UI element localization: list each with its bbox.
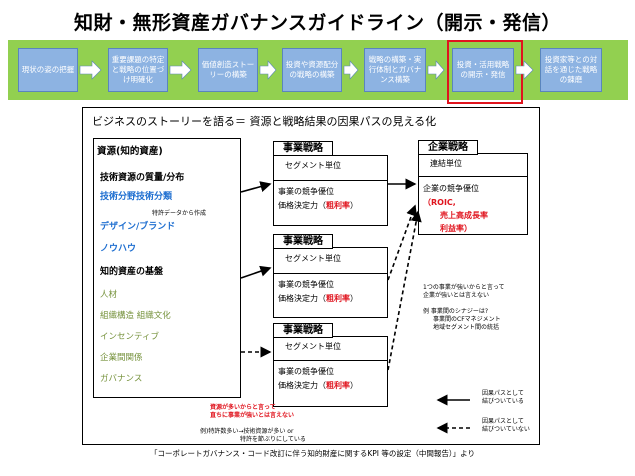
resource-item: ガバナンス [100, 374, 143, 384]
business-strategy-tag: 事業戦略 [273, 234, 333, 249]
flow-step-2: 重要課題の特定と戦略の位置づけ明確化 [108, 48, 168, 92]
resource-item: インセンティブ [100, 332, 159, 342]
resource-item: 技術資源の質量/分布 [100, 173, 185, 183]
page-title: 知財・無形資産ガバナンスガイドライン（開示・発信） [73, 12, 562, 34]
divider [273, 360, 388, 361]
flow-step-3: 価値創造ストーリーの構築 [198, 48, 258, 92]
corporate-kpi: 利益率） [440, 224, 472, 233]
business-strategy-box [273, 155, 388, 226]
resources-caution: 資源が多いからと言って 直ちに事業が強いとは言えない [210, 404, 295, 419]
pricing-power: 価格決定力（粗利率） [278, 294, 358, 303]
business-strategy-box [273, 336, 388, 407]
resource-note: 特許データから作成 [152, 210, 207, 217]
segment-unit: セグメント単位 [285, 342, 341, 351]
panel-title: ビジネスのストーリーを語る＝ 資源と戦略結果の因果パスの見える化 [92, 115, 437, 128]
competitive-advantage: 事業の競争優位 [278, 187, 334, 196]
flow-step-7: 投資家等との対話を通じた戦略の錬磨 [540, 48, 602, 92]
resource-item: 組織構造 組織文化 [100, 311, 171, 321]
resource-item: ノウハウ [100, 244, 137, 254]
resource-item: 人材 [100, 290, 118, 300]
pricing-power: 価格決定力（粗利率） [278, 381, 358, 390]
segment-unit: セグメント単位 [285, 161, 341, 170]
corporate-advantage: 企業の競争優位 [423, 184, 479, 193]
corporate-kpi: 売上高成長率 [440, 211, 488, 220]
corporate-strategy-box [418, 153, 528, 235]
flow-step-4: 投資や資源配分の戦略の構築 [282, 48, 342, 92]
flow-step-6: 投資・活用戦略の開示・発信 [452, 48, 514, 92]
source-citation: 「コーポレートガバナンス・コード改訂に伴う知的財産に関するKPI 等の設定（中間… [150, 449, 475, 458]
flow-arrows [79, 60, 534, 80]
resource-item: 技術分野技術分類 [100, 192, 173, 202]
competitive-advantage: 事業の競争優位 [278, 280, 334, 289]
segment-unit: セグメント単位 [285, 254, 341, 263]
resource-item: 知的資産の基盤 [100, 267, 164, 277]
resource-item: 企業間関係 [100, 353, 143, 363]
diagram-panel [82, 107, 540, 445]
business-strategy-tag: 事業戦略 [273, 323, 333, 338]
legend-solid-label: 因果パスとして 結びついている [482, 390, 524, 405]
resource-item: デザイン/ブランド [100, 222, 176, 232]
flow-step-5: 戦略の構築・実行体制とガバナンス構築 [364, 48, 426, 92]
business-strategy-tag: 事業戦略 [273, 141, 333, 156]
synergy-note: 1つの事業が強いからと言って 企業が強いとは言えない 例 事業間のシナジーは? … [423, 284, 505, 331]
patent-example-note: 例)特許数多い→技術資源が多い or 特許を節ぶりにしている [200, 428, 306, 443]
divider [273, 273, 388, 274]
consolidated-unit: 連結単位 [430, 159, 462, 168]
divider [418, 176, 528, 177]
resources-box [93, 138, 241, 398]
legend-dashed-label: 因果パスとして 結びついていない [482, 418, 530, 433]
flow-step-1: 現状の姿の把握 [18, 48, 78, 92]
corporate-kpi: （ROIC, [423, 198, 456, 207]
competitive-advantage: 事業の競争優位 [278, 367, 334, 376]
corporate-strategy-tag: 企業戦略 [418, 140, 478, 155]
divider [273, 180, 388, 181]
pricing-power: 価格決定力（粗利率） [278, 201, 358, 210]
business-strategy-box [273, 247, 388, 318]
resources-heading: 資源(知的資産) [97, 146, 163, 157]
